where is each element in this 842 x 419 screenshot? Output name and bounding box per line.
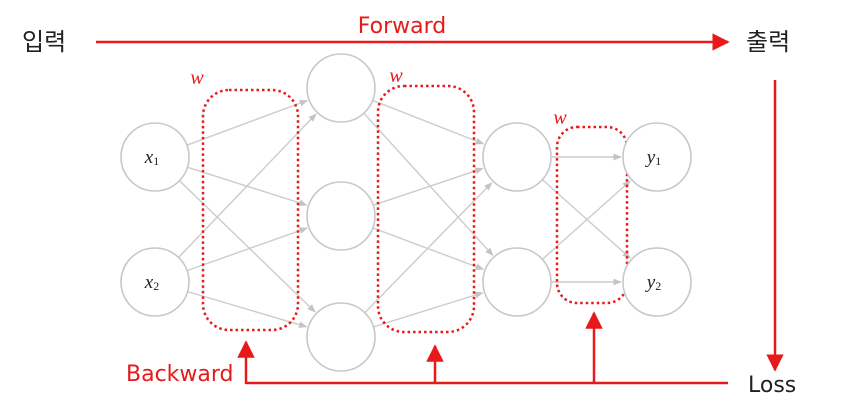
- input-label: 입력: [22, 28, 66, 56]
- weight-label-1: w: [190, 67, 204, 89]
- forward-label: Forward: [358, 14, 446, 39]
- weight-label-3: w: [553, 107, 567, 129]
- loss-label: Loss: [748, 373, 796, 398]
- edge-l1-1-to-1: [186, 99, 309, 146]
- weight-group-1: [201, 88, 300, 332]
- edge-l2-3-to-1: [364, 182, 493, 314]
- node-layer4-2: [622, 247, 692, 317]
- edge-l2-3-to-2: [373, 291, 484, 328]
- node-layer2-2: [306, 181, 376, 251]
- edge-l1-2-to-3: [187, 290, 308, 328]
- node-layer2-3: [306, 302, 376, 372]
- edge-l1-2-to-2: [186, 227, 308, 272]
- weight-group-3: [555, 125, 629, 305]
- node-layer3-2: [482, 247, 552, 317]
- edge-l1-2-to-1: [178, 113, 317, 258]
- node-layer2-1: [306, 53, 376, 123]
- weight-label-2: w: [389, 65, 403, 87]
- edge-l2-1-to-2: [363, 112, 494, 256]
- weight-group-2: [376, 84, 476, 334]
- edge-l2-1-to-1: [372, 99, 485, 145]
- edge-l3-2-to-1: [541, 180, 631, 260]
- node-layer1-2: [120, 247, 190, 317]
- edge-l3-1-to-2: [541, 179, 631, 259]
- node-layer4-1: [622, 122, 692, 192]
- connection-lines: [178, 99, 631, 328]
- output-label: 출력: [746, 28, 790, 56]
- edge-l1-1-to-3: [178, 180, 316, 313]
- node-layer3-1: [482, 122, 552, 192]
- edge-l2-2-to-1: [373, 167, 484, 206]
- node-layer1-1: [120, 122, 190, 192]
- backward-label: Backward: [126, 362, 234, 387]
